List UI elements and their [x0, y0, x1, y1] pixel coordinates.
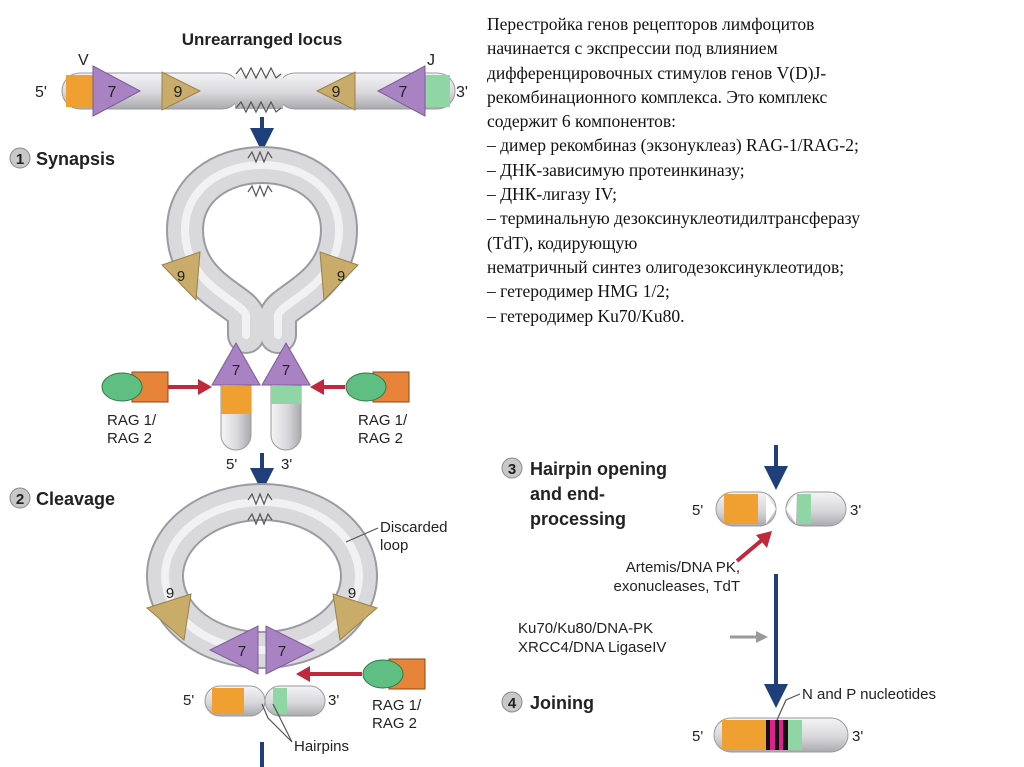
step-2-header: 2 Cleavage	[9, 487, 115, 509]
ligase-label: XRCC4/DNA LigaseIV	[518, 639, 666, 656]
heptamer-label: 7	[232, 362, 240, 379]
hairpin-ends	[204, 685, 326, 717]
five-prime-label: 5'	[692, 502, 703, 519]
heptamer-icon	[208, 625, 259, 675]
discarded-loop-label: Discarded	[380, 519, 448, 536]
nonamer-label: 9	[177, 268, 185, 285]
np-nucleotides-label: N and P nucleotides	[802, 686, 936, 703]
text-line: – гетеродимер Ku70/Ku80.	[487, 305, 685, 326]
rag-complex-left	[101, 371, 169, 403]
nonamer-label: 9	[348, 585, 356, 602]
heptamer-label: 7	[282, 362, 290, 379]
text-line: – димер рекомбиназ (экзонуклеаз) RAG-1/R…	[487, 135, 859, 156]
nonamer-icon	[319, 251, 359, 302]
rag-label: RAG 2	[372, 715, 417, 732]
text-line: начинается с экспрессии под влиянием	[487, 38, 778, 59]
step-3-header: 3 Hairpin opening and end- processing	[501, 457, 667, 529]
heptamer-label: 7	[399, 84, 408, 101]
nonamer-label: 9	[332, 84, 341, 101]
three-prime-label: 3'	[281, 456, 292, 473]
step-number: 2	[16, 491, 24, 508]
red-arrow	[735, 531, 772, 563]
heptamer-label: 7	[238, 643, 246, 660]
gray-arrow	[730, 631, 768, 643]
five-prime-label: 5'	[183, 692, 194, 709]
nonamer-label: 9	[166, 585, 174, 602]
j-segment	[425, 75, 450, 107]
text-line: Перестройка генов рецепторов лимфоцитов	[487, 14, 815, 34]
three-prime-label: 3'	[456, 84, 468, 101]
step-1-header: 1 Synapsis	[9, 147, 115, 169]
v-label: V	[78, 52, 89, 69]
step-label: Joining	[530, 693, 594, 713]
rag-label: RAG 2	[358, 430, 403, 447]
heptamer-icon	[261, 341, 311, 386]
nonamer-icon	[161, 251, 201, 302]
opened-ends	[715, 491, 847, 527]
joined-segment	[713, 717, 849, 753]
three-prime-label: 3'	[852, 728, 863, 745]
rag-label: RAG 1/	[372, 697, 422, 714]
locus-title: Unrearranged locus	[182, 30, 343, 49]
heptamer-icon	[376, 65, 426, 117]
text-line: нематричный синтез олигодезоксинуклеотид…	[487, 256, 845, 277]
heptamer-label: 7	[278, 643, 286, 660]
nonamer-icon	[332, 593, 379, 641]
text-line: дифференцировочных стимулов генов V(D)J-	[487, 62, 827, 83]
text-line: – ДНК-зависимую протеинкиназу;	[487, 159, 745, 180]
three-prime-label: 3'	[850, 502, 861, 519]
heptamer-icon	[92, 65, 142, 117]
step-number: 1	[16, 151, 24, 168]
red-arrow	[310, 379, 345, 395]
step-label: Synapsis	[36, 149, 115, 169]
unrearranged-locus	[61, 65, 456, 117]
step-label: and end-	[530, 484, 605, 504]
heptamer-icon	[211, 341, 261, 386]
step-label: Hairpin opening	[530, 459, 667, 479]
v-segment	[66, 75, 93, 107]
nonamer-icon	[145, 593, 192, 641]
rag-label: RAG 1/	[107, 412, 157, 429]
hairpins-label: Hairpins	[294, 738, 349, 755]
synapsis-loop	[161, 145, 359, 451]
step-4-header: 4 Joining	[501, 691, 594, 713]
nonamer-label: 9	[337, 268, 345, 285]
v-segment	[221, 386, 251, 414]
text-line: – гетеродимер HMG 1/2;	[487, 281, 670, 302]
rag-label: RAG 1/	[358, 412, 408, 429]
enzymes-label: exonucleases, TdT	[614, 578, 740, 595]
text-line: содержит 6 компонентов:	[487, 111, 677, 132]
j-segment	[271, 386, 301, 404]
step-label: processing	[530, 509, 626, 529]
rag-label: RAG 2	[107, 430, 152, 447]
rag-complex-cleavage	[362, 658, 426, 690]
enzymes-label: Artemis/DNA PK,	[626, 559, 740, 576]
heptamer-label: 7	[108, 84, 117, 101]
text-line: рекомбинационного комплекса. Это комплек…	[487, 86, 828, 107]
red-arrow	[296, 666, 362, 682]
ligase-label: Ku70/Ku80/DNA-PK	[518, 620, 653, 637]
step-number: 3	[508, 461, 516, 478]
five-prime-label: 5'	[692, 728, 703, 745]
rag-complex-right	[345, 371, 410, 403]
j-label: J	[427, 52, 435, 69]
heptamer-icon	[265, 625, 316, 675]
text-line: – ДНК-лигазу IV;	[487, 184, 617, 205]
description-text: Перестройка генов рецепторов лимфоцитов …	[487, 12, 1017, 328]
step-label: Cleavage	[36, 489, 115, 509]
five-prime-label: 5'	[35, 84, 47, 101]
nonamer-icon	[161, 71, 202, 111]
five-prime-label: 5'	[226, 456, 237, 473]
red-arrow	[168, 379, 212, 395]
text-line: (TdT), кодирующую	[487, 232, 638, 253]
nonamer-label: 9	[174, 84, 183, 101]
text-line: – терминальную дезоксинуклеотидилтрансфе…	[487, 208, 860, 229]
nonamer-icon	[315, 71, 356, 111]
discarded-loop	[145, 483, 379, 675]
step-number: 4	[508, 695, 517, 712]
discarded-loop-label: loop	[380, 537, 408, 554]
three-prime-label: 3'	[328, 692, 339, 709]
